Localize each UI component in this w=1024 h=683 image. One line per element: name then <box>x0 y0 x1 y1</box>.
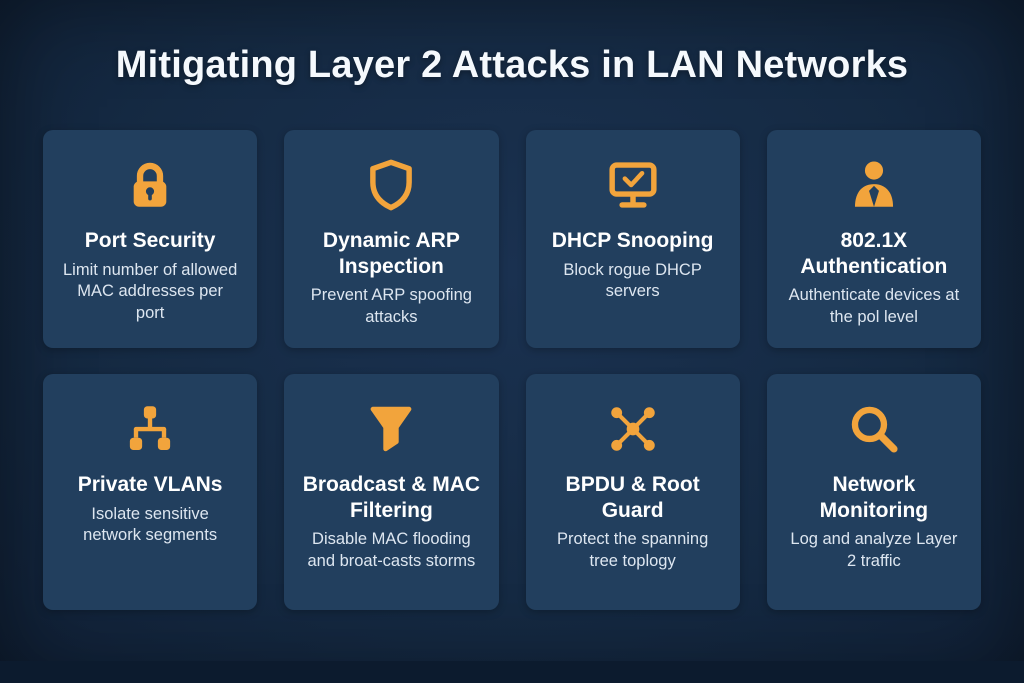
card-title: 802.1X Authentication <box>800 229 948 278</box>
user-tie-icon <box>845 152 903 218</box>
shield-icon <box>362 152 420 218</box>
lock-icon <box>121 152 179 218</box>
card-title: DHCP Snooping <box>551 229 714 252</box>
card-dynamic-arp-inspection: Dynamic ARP Inspection Prevent ARP spoof… <box>284 130 499 348</box>
card-private-vlans: Private VLANs Isolate sensitive network … <box>43 374 258 610</box>
card-description: Limit number of allowed MAC addresses pe… <box>63 260 238 323</box>
card-bpdu-root-guard: BPDU & Root Guard Protect the spanning t… <box>525 374 740 610</box>
card-port-security: Port Security Limit number of allowed MA… <box>43 130 258 348</box>
magnifier-icon <box>845 396 903 462</box>
funnel-icon <box>362 396 420 462</box>
card-title: Broadcast & MAC Filtering <box>302 473 481 522</box>
card-network-monitoring: Network Monitoring Log and analyze Layer… <box>766 374 981 610</box>
card-title: BPDU & Root Guard <box>565 473 700 522</box>
card-dhcp-snooping: DHCP Snooping Block rogue DHCP servers <box>525 130 740 348</box>
vlan-branch-icon <box>122 396 178 462</box>
card-title: Port Security <box>84 229 216 252</box>
card-description: Log and analyze Layer 2 traffic <box>790 530 958 570</box>
card-description: Authenticate devices at the pol level <box>788 286 960 326</box>
monitor-check-icon <box>603 152 663 218</box>
card-broadcast-mac-filtering: Broadcast & MAC Filtering Disable MAC fl… <box>284 374 499 610</box>
card-description: Protect the spanning tree toplogy <box>556 530 709 570</box>
card-8021x-authentication: 802.1X Authentication Authenticate devic… <box>766 130 981 348</box>
card-title: Private VLANs <box>77 473 223 496</box>
network-hub-icon <box>604 396 662 462</box>
card-description: Block rogue DHCP servers <box>563 260 702 301</box>
bottom-strip <box>0 661 1024 683</box>
page-title: Mitigating Layer 2 Attacks in LAN Networ… <box>115 44 909 86</box>
card-description: Prevent ARP spoofing attacks <box>310 286 472 326</box>
card-title: Network Monitoring <box>819 473 929 522</box>
card-description: Disable MAC flooding and broat-casts sto… <box>307 530 476 570</box>
card-title: Dynamic ARP Inspection <box>322 229 460 278</box>
card-grid: Port Security Limit number of allowed MA… <box>43 130 981 610</box>
card-description: Isolate sensitive network segments <box>83 504 218 545</box>
